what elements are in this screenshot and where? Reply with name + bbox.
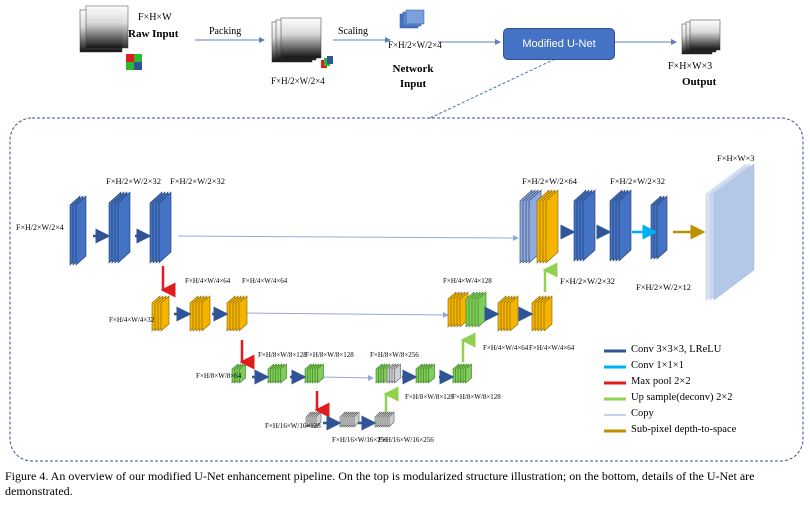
l1a-shape: F×H/2×W/2×32	[106, 176, 161, 186]
enc1-conv-a-block	[108, 191, 131, 264]
modified-unet-box: Modified U-Net	[503, 28, 615, 60]
dec2-concat-green-block	[465, 291, 487, 328]
output-stack	[681, 19, 721, 55]
dec1-conv1x1-block	[650, 195, 668, 260]
l1b-shape: F×H/2×W/2×32	[170, 176, 225, 186]
subpixel-shape: F×H/2×W/2×12	[636, 282, 691, 292]
bayer-pattern-icon	[126, 54, 142, 70]
legend-item-label: Conv 1×1×1	[631, 360, 684, 371]
l3a-shape: F×H/8×W/8×128	[258, 351, 307, 359]
legend-item-label: Max pool 2×2	[631, 376, 691, 387]
dec2-conv-a-block	[497, 295, 519, 332]
l2a-shape: F×H/4×W/4×64	[185, 277, 231, 285]
unet-detail-frame	[9, 117, 804, 462]
packed-stack	[271, 17, 333, 68]
dec1-conv-b-block	[609, 189, 632, 262]
legend-item-label: Sub-pixel depth-to-space	[631, 424, 737, 435]
copy-line-level3	[319, 374, 374, 381]
u1a-shape: F×H/2×W/2×32	[560, 276, 615, 286]
dec2-conv-b-block	[531, 295, 553, 332]
packing-label: Packing	[209, 26, 242, 37]
enc2-conv-a-block	[189, 295, 211, 332]
l4in-shape: F×H/16×W/16×128	[265, 422, 321, 430]
scaling-label: Scaling	[338, 26, 368, 37]
output-shape-label: F×H×W×3	[668, 61, 713, 72]
dec3-conv-b-block	[452, 363, 472, 384]
raw-input-label: Raw Input	[128, 28, 179, 40]
enc3-conv-b-block	[304, 363, 324, 384]
unet-output-shape: F×H×W×3	[717, 153, 755, 163]
dec3-concat-gray-block	[386, 363, 401, 384]
enc2-conv-b-block	[226, 295, 248, 332]
u1in-shape: F×H/2×W/2×64	[522, 176, 577, 186]
packed-shape-label: F×H/2×W/2×4	[271, 76, 325, 86]
network-label-line2: Input	[399, 78, 427, 90]
network-shape-label: F×H/2×W/2×4	[388, 40, 442, 50]
u3in-shape: F×H/8×W/8×256	[370, 351, 419, 359]
raw-input-stack	[79, 5, 129, 53]
u1b-shape: F×H/2×W/2×32	[610, 176, 665, 186]
raw-shape-label: F×H×W	[138, 12, 172, 23]
copy-line-level2	[245, 311, 449, 318]
u2in-shape: F×H/4×W/4×128	[443, 277, 492, 285]
u2a-shape: F×H/4×W/4×64	[483, 344, 529, 352]
u3b-shape: F×H/8×W/8×128	[452, 393, 501, 401]
dec1-concat-gold-block	[536, 189, 559, 264]
l3b-shape: F×H/8×W/8×128	[305, 351, 354, 359]
dec1-conv-a-block	[573, 189, 596, 262]
enc1-input-block	[69, 195, 87, 266]
enc4-conv-b-block	[374, 411, 395, 428]
zoom-connector	[429, 58, 556, 119]
l4b-shape: F×H/16×W/16×256	[378, 436, 434, 444]
network-input-stack	[399, 9, 425, 29]
enc3-conv-a-block	[267, 363, 287, 384]
copy-line-level1	[177, 234, 519, 241]
output-label: Output	[682, 76, 717, 88]
enc4-conv-a-block	[339, 411, 360, 428]
dec2-concat-block	[447, 291, 469, 328]
u2b-shape: F×H/4×W/4×64	[529, 344, 575, 352]
enc1-conv-b-block	[149, 191, 172, 264]
legend-item-label: Up sample(deconv) 2×2	[631, 392, 733, 403]
dec3-concat-block	[375, 363, 390, 384]
network-label-line1: Network	[392, 63, 434, 75]
l3in-shape: F×H/8×W/8×64	[196, 372, 242, 380]
enc2-input-block	[151, 295, 170, 332]
unet-output-block	[705, 163, 755, 301]
dec3-conv-a-block	[415, 363, 435, 384]
l4a-shape: F×H/16×W/16×256	[332, 436, 388, 444]
unet-input-shape: F×H/2×W/2×4	[16, 223, 64, 232]
figure-caption: Figure 4. An overview of our modified U-…	[5, 469, 755, 498]
l2b-shape: F×H/4×W/4×64	[242, 277, 288, 285]
l2in-shape: F×H/4×W/4×32	[109, 316, 155, 324]
u3a-shape: F×H/8×W/8×128	[405, 393, 454, 401]
legend-item-label: Copy	[631, 408, 654, 419]
legend-item-label: Conv 3×3×3, LReLU	[631, 344, 722, 355]
